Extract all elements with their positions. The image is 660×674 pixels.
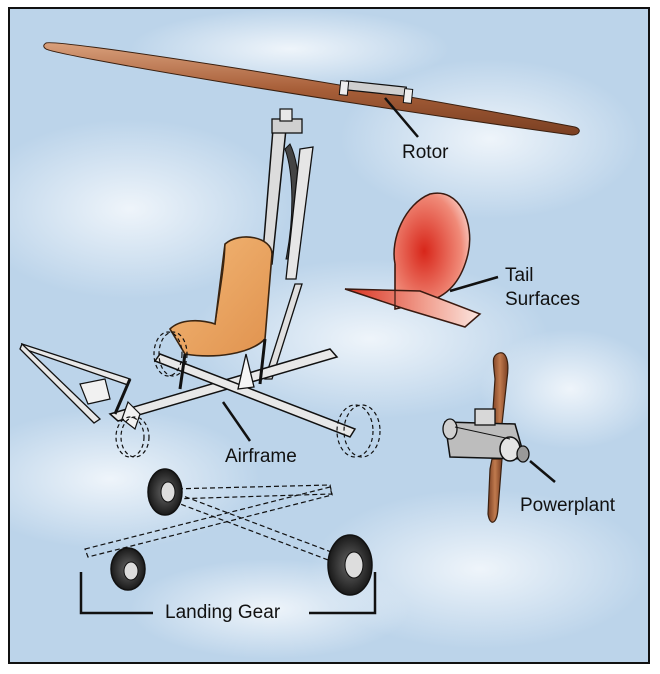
gyrocopter-exploded-diagram <box>10 9 648 659</box>
tail-surfaces-label-line2: Surfaces <box>505 289 580 310</box>
landing-gear-label: Landing Gear <box>165 602 281 623</box>
powerplant-label: Powerplant <box>520 495 616 516</box>
rotor <box>43 42 580 136</box>
powerplant-leader-line <box>529 460 556 483</box>
rotor-leader-line <box>384 97 419 138</box>
rotor-label: Rotor <box>402 142 449 163</box>
airframe <box>19 108 381 458</box>
landing-gear <box>79 468 377 615</box>
airframe-label: Airframe <box>225 446 297 467</box>
diagram-frame: Rotor Tail Surfaces Powerplant Airframe … <box>8 7 650 664</box>
airframe-leader-line <box>221 401 252 442</box>
tail-leader-line <box>449 275 499 293</box>
tail-surfaces <box>344 192 482 328</box>
tail-surfaces-label-line1: Tail <box>505 265 534 286</box>
powerplant <box>442 352 530 523</box>
